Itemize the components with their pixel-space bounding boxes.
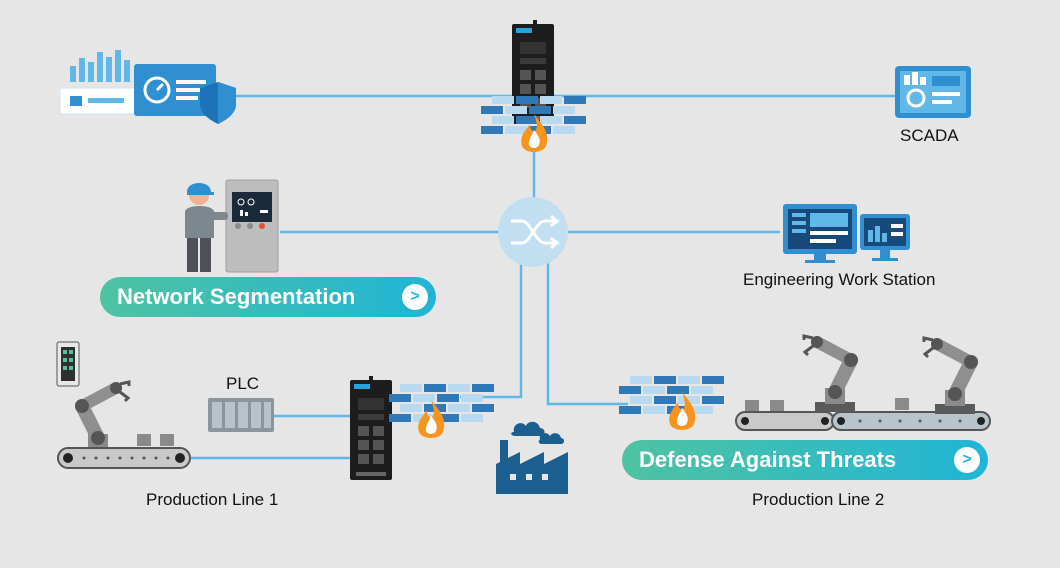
robot-arm-icon-3 [924,338,978,414]
dashboard-shield-icon [59,50,236,124]
plc-module-icon [208,398,274,432]
scada-monitor-icon [895,66,971,118]
defense-against-threats-label: Defense Against Threats [639,447,897,472]
production-line-1-label: Production Line 1 [146,490,279,509]
defense-against-threats-button[interactable]: Defense Against Threats > [622,440,988,480]
chevron-right-icon-2: > [954,447,980,473]
bottom-firewall-device-icon [350,376,392,480]
production-line-2-conveyor-icon [735,398,991,431]
production-line-2-label: Production Line 2 [752,490,885,509]
engineer-at-control-panel-icon [185,179,279,273]
chevron-right-icon: > [402,284,428,310]
top-firewall-device-icon [512,20,554,124]
robot-arm-icon-2 [804,336,858,412]
plc-label: PLC [226,374,260,393]
right-brick-wall-icon [619,376,724,414]
network-segmentation-button[interactable]: Network Segmentation > [100,277,436,317]
din-rail-switch-icon [56,341,80,387]
connection-lines [190,94,895,460]
engineering-work-station-label: Engineering Work Station [743,270,936,289]
scada-label: SCADA [900,126,959,145]
robot-arm-icon [75,382,129,458]
network-segmentation-label: Network Segmentation [117,284,356,309]
factory-cloud-icon [496,421,568,494]
conveyor-belt-icon [57,434,191,469]
network-switch-icon [498,197,568,267]
workstation-monitors-icon [783,204,910,263]
